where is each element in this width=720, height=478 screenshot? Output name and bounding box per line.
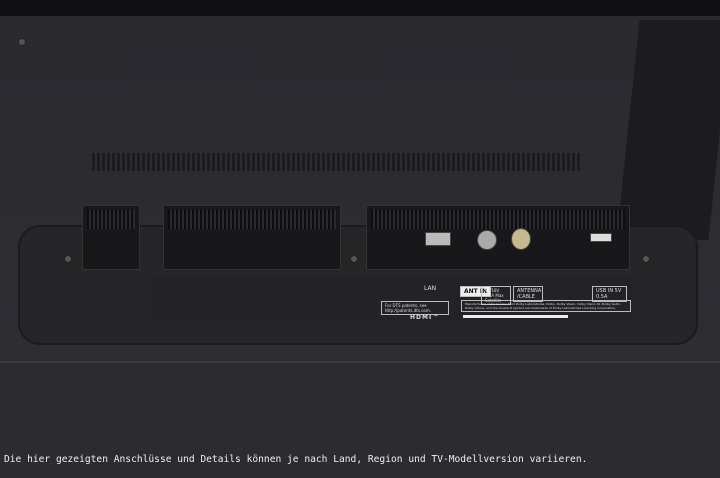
screw-icon <box>642 255 650 263</box>
screw-icon <box>64 255 72 263</box>
cover-block <box>163 205 341 270</box>
cover-block <box>82 205 140 270</box>
tv-bottom-surface <box>0 361 720 478</box>
antenna-port[interactable] <box>511 228 531 250</box>
antenna-label: ANTENNA /CABLE <box>513 286 543 302</box>
screw-icon <box>18 38 26 46</box>
satellite-port[interactable] <box>477 230 497 250</box>
screw-icon <box>350 255 358 263</box>
connector-block <box>366 205 630 270</box>
lan-label: LAN <box>424 285 437 292</box>
lan-port[interactable] <box>425 232 451 246</box>
serial-sticker <box>463 315 568 318</box>
disclaimer-caption: Die hier gezeigten Anschlüsse und Detail… <box>4 454 588 465</box>
top-edge <box>0 0 720 16</box>
vent-grille <box>92 153 580 171</box>
ant-in-label: ANT IN <box>460 286 492 297</box>
usb-label: USB IN 5V 0.5A <box>592 286 627 302</box>
dolby-notice: Manufactured under license from Dolby La… <box>461 300 631 312</box>
usb-port[interactable] <box>590 233 612 242</box>
dts-notice: For DTS patents, see http://patents.dts.… <box>381 301 449 315</box>
label-area <box>153 278 633 320</box>
hdmi-logo: HDMI™ <box>410 314 440 321</box>
